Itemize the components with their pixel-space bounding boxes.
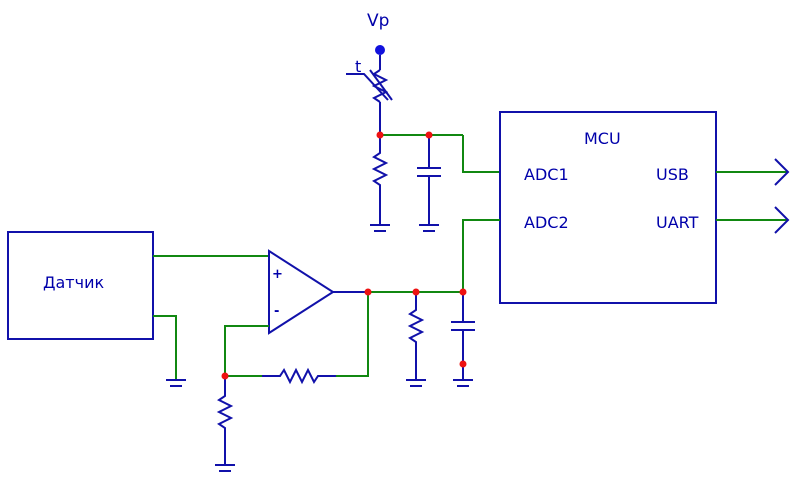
inverting-input-wire [224, 325, 269, 376]
filter-capacitor-1 [417, 135, 441, 232]
feedback-wire-right [336, 292, 369, 377]
supply-terminal [375, 45, 385, 55]
junction-dot [459, 360, 467, 368]
filter-capacitor-2 [451, 292, 475, 387]
divider-resistor [370, 135, 390, 232]
pin-adc2: ADC2 [524, 213, 569, 232]
junction-dot [376, 131, 384, 139]
adc1-wire [462, 135, 500, 173]
load-resistor [406, 292, 426, 387]
adc2-wire [462, 219, 500, 292]
opamp-plus-label: + [272, 267, 283, 282]
junction-dot [221, 372, 229, 380]
junction-dot [412, 288, 420, 296]
pin-usb: USB [656, 165, 689, 184]
opamp-symbol [268, 249, 335, 335]
junction-dot [364, 288, 372, 296]
gain-resistor [215, 376, 235, 472]
sensor-ground-wire [153, 315, 177, 380]
usb-arrow-icon [774, 158, 790, 186]
thermistor-label: t [355, 57, 361, 76]
supply-label: Vp [367, 11, 389, 31]
thermistor [346, 69, 393, 103]
pin-uart: UART [656, 213, 699, 232]
junction-dot [425, 131, 433, 139]
sensor-block [7, 231, 154, 340]
mcu-block [499, 111, 717, 304]
sensor-label: Датчик [43, 273, 104, 292]
feedback-resistor [262, 367, 336, 385]
pin-adc1: ADC1 [524, 165, 569, 184]
uart-arrow-icon [774, 206, 790, 234]
mcu-title: MCU [584, 129, 621, 148]
ground-symbol [166, 379, 186, 387]
junction-dot [459, 288, 467, 296]
opamp-minus-label: - [274, 304, 279, 319]
